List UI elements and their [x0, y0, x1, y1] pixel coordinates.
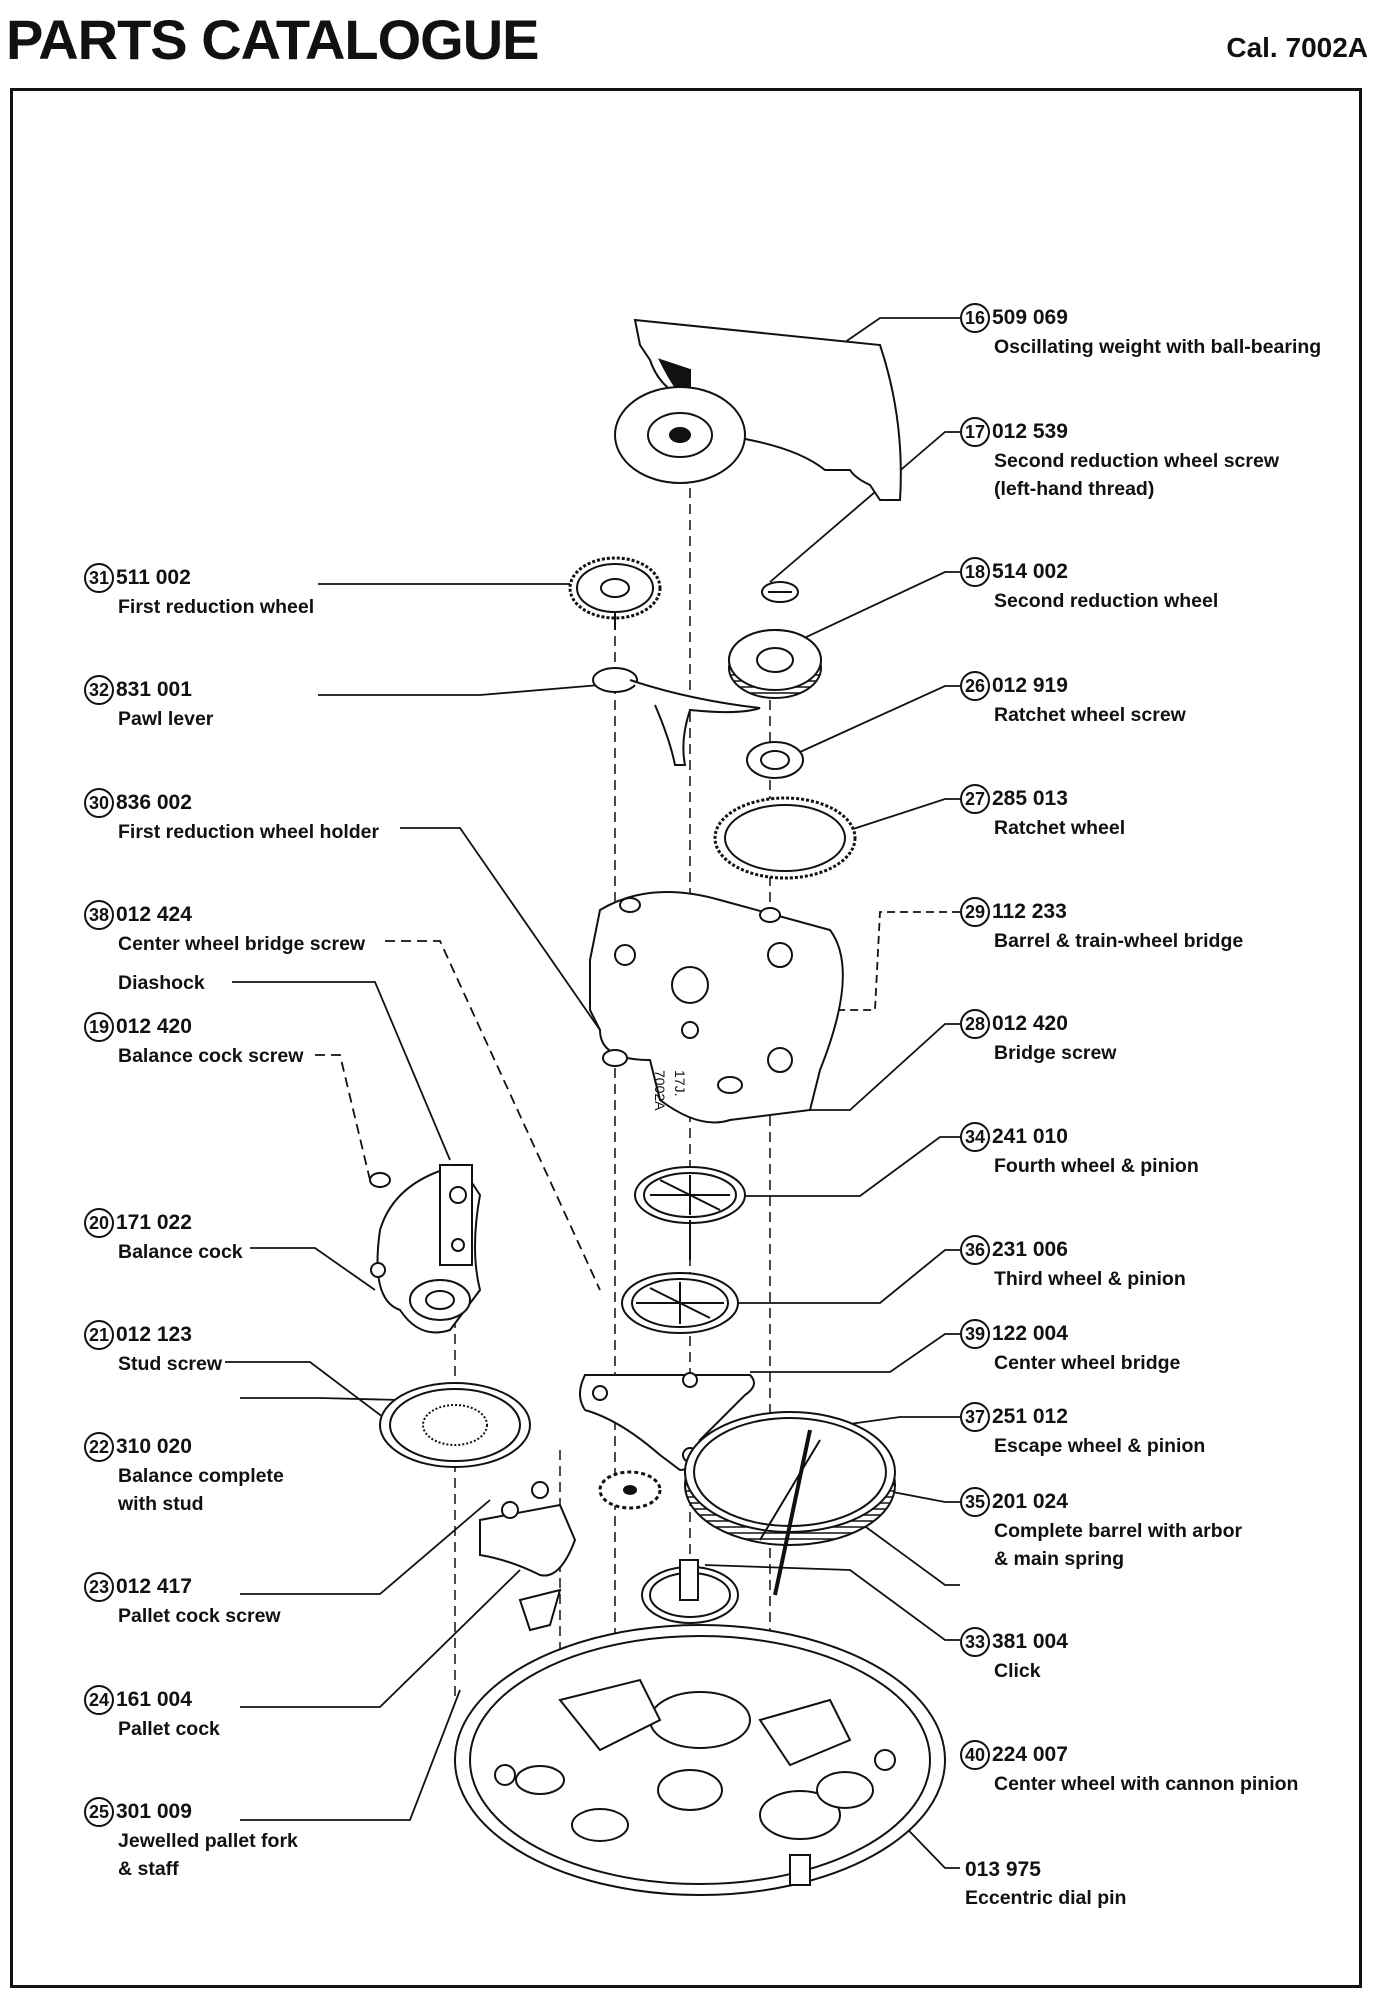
calibre-label: Cal. 7002A — [1226, 32, 1368, 63]
part-number-badge: 27 — [960, 784, 990, 814]
part-number-badge: 32 — [84, 675, 114, 705]
first-reduction-wheel — [568, 556, 761, 766]
part-number-badge: 38 — [84, 900, 114, 930]
part-number-badge: 31 — [84, 563, 114, 593]
part-number-badge: 33 — [960, 1627, 990, 1657]
third-wheel — [621, 1272, 739, 1334]
part-number-badge: 34 — [960, 1122, 990, 1152]
part-number-badge: 29 — [960, 897, 990, 927]
part-number-badge: 16 — [960, 303, 990, 333]
plate-marking-caliber: 7002A — [652, 1070, 668, 1111]
barrel-bridge — [589, 891, 844, 1124]
part-number-badge: 19 — [84, 1012, 114, 1042]
balance-cock — [369, 1163, 482, 1334]
part-number-badge: 25 — [84, 1797, 114, 1827]
center-wheel-bridge — [579, 1372, 755, 1472]
part-number-badge: 21 — [84, 1320, 114, 1350]
reduction-wheel-group — [713, 581, 857, 880]
diagram-frame — [10, 88, 1362, 1988]
part-number-badge: 24 — [84, 1685, 114, 1715]
part-number-badge: 37 — [960, 1402, 990, 1432]
plate-marking-jewels: 17J. — [672, 1070, 688, 1096]
center-wheel — [641, 1559, 739, 1624]
part-number-badge: 22 — [84, 1432, 114, 1462]
part-number-badge: 36 — [960, 1235, 990, 1265]
page-title: PARTS CATALOGUE — [6, 8, 540, 71]
part-number-badge: 20 — [84, 1208, 114, 1238]
part-number-badge: 26 — [960, 671, 990, 701]
part-number-badge: 30 — [84, 788, 114, 818]
part-number-badge: 28 — [960, 1009, 990, 1039]
escape-wheel — [598, 1470, 662, 1510]
main-plate — [454, 1624, 946, 1896]
leader-lines — [225, 317, 960, 1869]
oscillating-weight — [614, 318, 902, 501]
part-number-badge: 39 — [960, 1319, 990, 1349]
pallet-cock — [479, 1481, 577, 1632]
balance-wheel — [379, 1382, 531, 1468]
part-number-badge: 23 — [84, 1572, 114, 1602]
part-number-badge: 18 — [960, 557, 990, 587]
part-number-badge: 35 — [960, 1487, 990, 1517]
part-number-badge: 17 — [960, 417, 990, 447]
part-number-badge: 40 — [960, 1740, 990, 1770]
callout-eccentric-dial-pin: 013 975 Eccentric dial pin — [965, 1858, 1127, 1909]
callout-diashock: Diashock — [118, 972, 205, 994]
fourth-wheel — [634, 1166, 746, 1260]
barrel — [684, 1411, 896, 1596]
